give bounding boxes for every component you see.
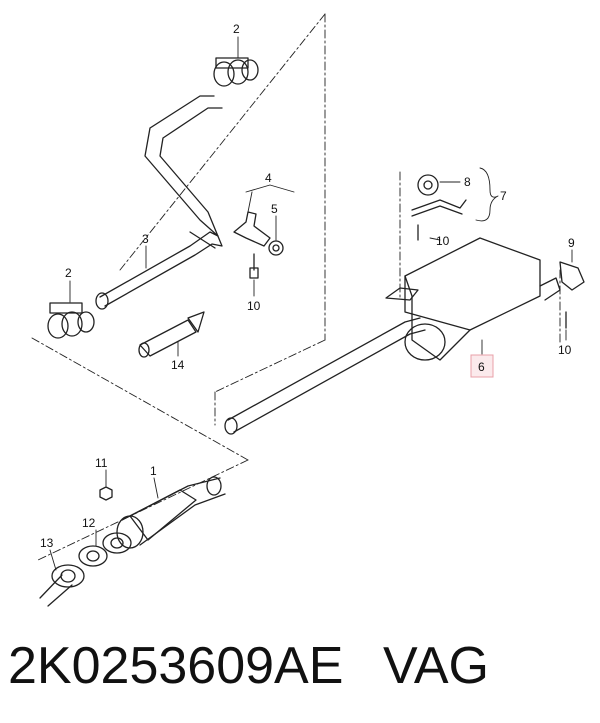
brand-name: VAG <box>383 637 489 695</box>
label-7[interactable]: 7 <box>500 189 507 203</box>
label-5[interactable]: 5 <box>271 202 278 216</box>
label-14[interactable]: 14 <box>171 358 185 372</box>
label-10-right[interactable]: 10 <box>558 343 572 357</box>
label-9[interactable]: 9 <box>568 236 575 250</box>
label-10-mid[interactable]: 10 <box>436 234 450 248</box>
clamp-lower <box>47 302 95 339</box>
part-number: 2K0253609AE <box>8 637 344 695</box>
highlight-box-6 <box>470 354 494 378</box>
exhaust-system-diagram: 2 2 3 4 5 10 14 8 7 10 9 10 6 11 1 12 13 <box>31 13 585 607</box>
label-3[interactable]: 3 <box>142 232 149 246</box>
label-4[interactable]: 4 <box>265 171 272 185</box>
label-8[interactable]: 8 <box>464 175 471 189</box>
rear-silencer <box>224 237 561 435</box>
label-2-lower[interactable]: 2 <box>65 266 72 280</box>
nut-11 <box>99 486 113 501</box>
gaskets <box>78 532 132 567</box>
intermediate-pipe <box>95 95 223 310</box>
label-1[interactable]: 1 <box>150 464 157 478</box>
front-pipe <box>116 476 226 549</box>
label-12[interactable]: 12 <box>82 516 96 530</box>
label-13[interactable]: 13 <box>40 536 54 550</box>
label-6[interactable]: 6 <box>478 360 485 374</box>
label-10-left[interactable]: 10 <box>247 299 261 313</box>
guide-lines <box>31 13 561 561</box>
downpipe-flange <box>39 564 85 607</box>
label-11[interactable]: 11 <box>95 456 108 470</box>
hanger-bracket <box>233 211 284 279</box>
leader-lines <box>49 36 573 571</box>
label-2-upper[interactable]: 2 <box>233 22 240 36</box>
rear-mounts <box>411 174 585 329</box>
clamp-upper <box>213 57 259 87</box>
paste-tube <box>138 311 205 358</box>
